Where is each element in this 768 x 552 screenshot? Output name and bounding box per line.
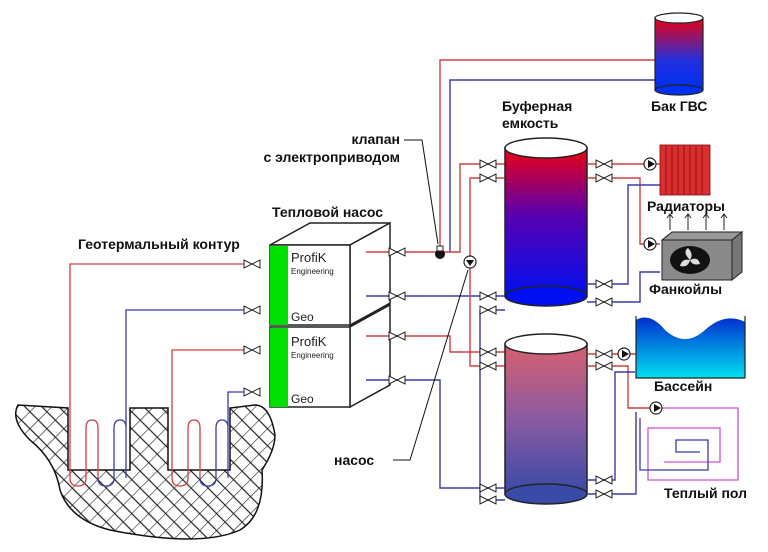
lower-tank	[504, 333, 588, 505]
heat-pump-unit-1: ProfiK Engineering Geo	[291, 250, 334, 324]
dhw-tank-label: Бак ГВС	[651, 98, 707, 114]
pool	[635, 316, 746, 379]
pool-label: Бассейн	[654, 378, 712, 394]
geo-valves	[243, 259, 261, 397]
buffer-label-line1: Буферная	[502, 98, 572, 114]
heat-pump-unit-2: ProfiK Engineering Geo	[291, 334, 334, 406]
dhw-tank	[654, 12, 704, 96]
geo-loops	[69, 263, 248, 487]
buffer-label-line2: емкость	[502, 115, 559, 131]
heat-pump-stack	[269, 221, 391, 409]
unit-sub: Engineering	[291, 351, 334, 360]
valve-label-line1: клапан	[351, 131, 400, 147]
heat-pump-label: Тепловой насос	[272, 204, 383, 220]
unit-brand: ProfiK	[291, 250, 327, 265]
unit-model: Geo	[291, 392, 314, 406]
ground-hatched-area	[15, 404, 276, 540]
leader-lines	[393, 139, 469, 461]
motorized-valve-icon	[435, 245, 445, 259]
unit-sub: Engineering	[291, 267, 334, 276]
floor-heating-label: Теплый пол	[664, 485, 747, 501]
fancoil-unit	[660, 213, 744, 282]
unit-brand: ProfiK	[291, 334, 327, 349]
radiator	[659, 144, 711, 196]
pump-label: насос	[334, 452, 374, 468]
valve-label-line2: с электроприводом	[263, 149, 400, 165]
fancoils-label: Фанкойлы	[649, 281, 722, 297]
radiators-label: Радиаторы	[647, 198, 725, 214]
buffer-tank	[504, 137, 588, 307]
floor-heating-loop	[639, 407, 739, 481]
tank-valves	[388, 159, 613, 505]
unit-model: Geo	[291, 310, 314, 324]
geo-loop-label: Геотермальный контур	[78, 236, 240, 252]
